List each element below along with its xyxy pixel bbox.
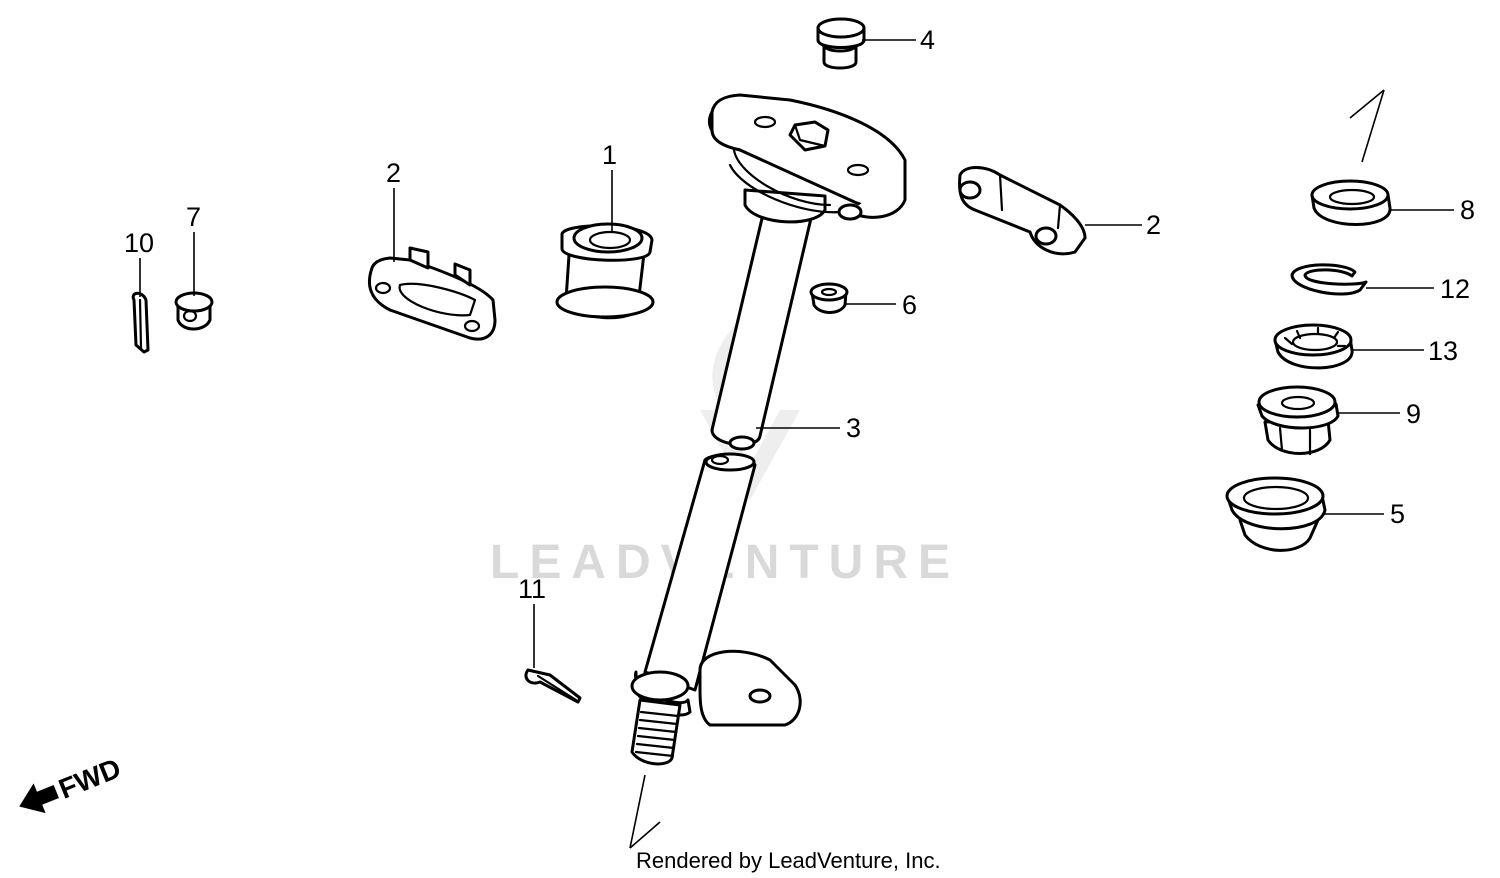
part-6-nut: [809, 282, 849, 314]
part-9-flange-nut: [1256, 385, 1340, 456]
part-8-seal: [1310, 179, 1392, 226]
forward-arrow-icon: [19, 783, 59, 814]
part-7-nut: [174, 291, 214, 331]
part-5-race: [1225, 476, 1327, 552]
part-10-cotter-pin: [131, 291, 150, 354]
callout-labels: 1 2 2 3 4 5 6 7 8 9 10 11 12 13: [124, 25, 1475, 604]
part-2-holder-right: [958, 166, 1087, 256]
part-4-cap: [816, 17, 866, 70]
part-1-bushing: [555, 222, 655, 320]
callout-13: 13: [1428, 336, 1458, 366]
part-13-bearing: [1273, 323, 1354, 370]
callout-10: 10: [124, 228, 154, 258]
part-12-circlip: [1290, 263, 1368, 296]
callout-9: 9: [1406, 399, 1421, 429]
callout-2-right: 2: [1146, 210, 1161, 240]
part-2-holder-left: [367, 246, 497, 341]
forward-label: FWD: [54, 752, 125, 805]
part-3-steering-shaft: [630, 93, 907, 766]
callout-4: 4: [920, 25, 935, 55]
callout-5: 5: [1390, 499, 1405, 529]
credit-text: Rendered by LeadVenture, Inc.: [636, 848, 941, 873]
callout-11: 11: [518, 574, 546, 604]
callout-12: 12: [1440, 274, 1470, 304]
callout-1: 1: [602, 140, 617, 170]
leader-lines: [139, 39, 1454, 849]
callout-8: 8: [1460, 195, 1475, 225]
forward-direction-indicator: FWD: [19, 752, 125, 814]
callout-7: 7: [186, 202, 201, 232]
callout-3: 3: [846, 413, 861, 443]
callout-2-left: 2: [386, 158, 401, 188]
callout-6: 6: [902, 290, 917, 320]
part-11-cotter-pin: [524, 668, 582, 704]
